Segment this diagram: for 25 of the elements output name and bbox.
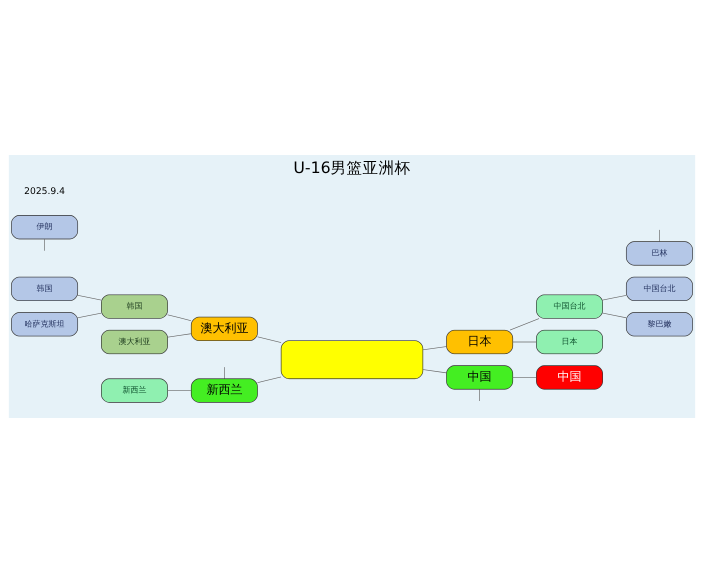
connector <box>510 318 540 330</box>
connector <box>167 314 192 320</box>
connector <box>479 388 480 401</box>
connector <box>512 376 536 378</box>
connector <box>257 336 282 342</box>
connector <box>422 346 447 350</box>
label: 2025.9.4 <box>24 186 65 197</box>
node-box: 日本 <box>446 329 514 354</box>
connector <box>44 238 45 251</box>
connector <box>659 229 660 242</box>
diagram-title: U-16男篮亚洲杯 <box>293 157 411 176</box>
node-box <box>280 340 424 379</box>
connector <box>512 341 536 342</box>
connector <box>77 294 102 300</box>
node-box: 新西兰 <box>190 378 258 402</box>
connector <box>257 376 282 382</box>
connector <box>422 368 447 373</box>
connector <box>602 312 626 318</box>
node-box: 澳大利亚 <box>190 316 258 341</box>
node-box: 中国 <box>446 364 514 390</box>
connector <box>602 294 626 300</box>
connector <box>224 366 225 378</box>
node-box: 中国 <box>536 364 603 390</box>
connector <box>167 332 192 338</box>
connector <box>77 312 102 318</box>
